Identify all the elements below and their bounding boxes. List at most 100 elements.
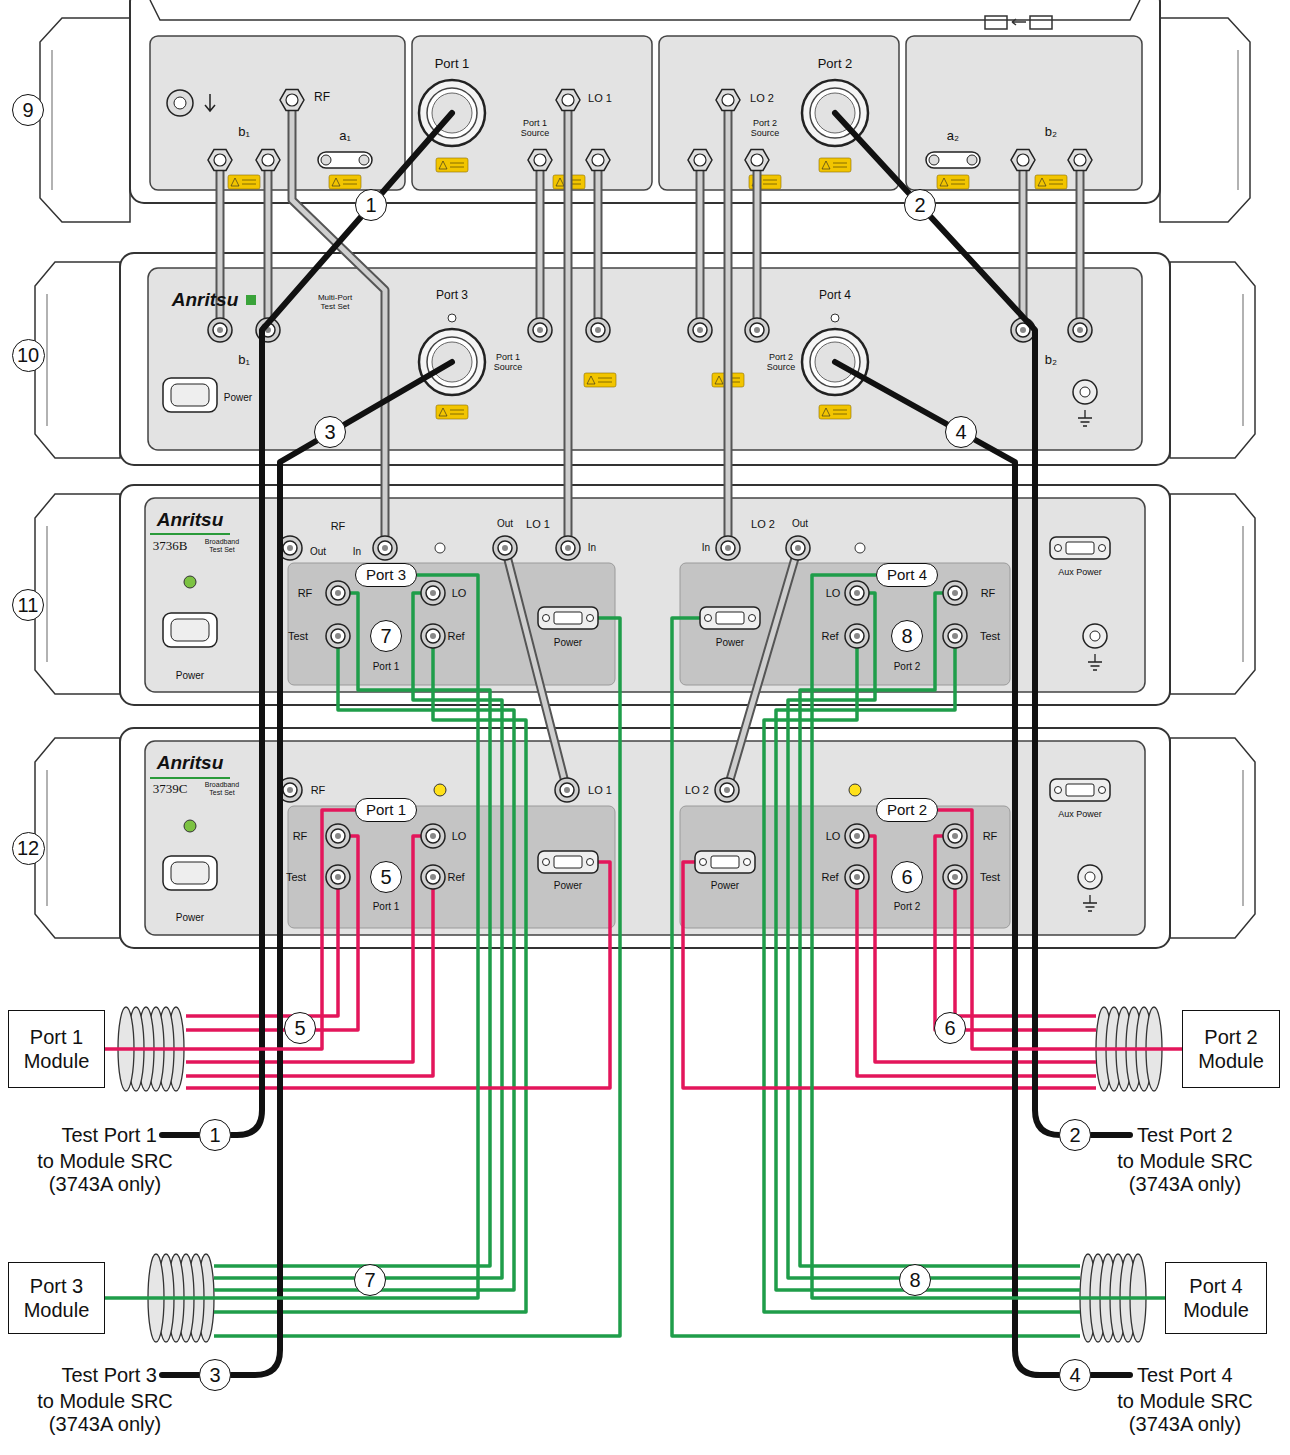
connector: [845, 865, 869, 889]
top-cover: [150, 0, 1140, 20]
test-port-cable: [162, 113, 1130, 1375]
module-box: Port 2 Module: [1182, 1010, 1280, 1088]
callout-number: 6: [891, 861, 923, 893]
panel-detail: [163, 613, 217, 647]
panel-detail: [163, 378, 217, 412]
callout-number: 12: [12, 832, 45, 865]
panel-label: Aux Power: [1058, 809, 1102, 819]
module-box: Port 1 Module: [8, 1010, 105, 1088]
connector: [256, 150, 280, 171]
panel-label: Port 4: [819, 289, 851, 303]
cable-connector: [105, 810, 355, 1049]
note-text: to Module SRC (3743A only): [10, 1150, 200, 1196]
connector: [1050, 537, 1110, 559]
connector: [373, 536, 397, 560]
panel-label: LO: [452, 587, 467, 600]
panel-label: Power: [176, 670, 204, 682]
panel-detail: [246, 295, 256, 305]
panel-label: Power: [716, 637, 744, 649]
connector: [695, 851, 755, 873]
panel-label: Power: [554, 880, 582, 892]
port-oval: Port 4: [876, 563, 938, 587]
rack-ear: [35, 18, 1255, 938]
instrument-bezel: [120, 253, 1170, 465]
connector: [1068, 150, 1092, 171]
panel-label: Test: [980, 630, 1000, 643]
top-cover: [1030, 16, 1052, 29]
panel-label: LO 2: [685, 784, 709, 797]
panel-label: Port 1: [373, 661, 400, 673]
port-band: [680, 806, 1010, 928]
callout-number: 5: [370, 861, 402, 893]
connector: [845, 824, 869, 848]
connector: [688, 150, 712, 171]
port-oval: Port 3: [355, 563, 417, 587]
panel-detail: [174, 97, 186, 109]
callout-number: 1: [199, 1119, 231, 1151]
panel-label: a₁: [339, 129, 351, 144]
callout-number: 4: [1059, 1359, 1091, 1391]
node-text: Port 2 Module: [1189, 1025, 1273, 1073]
red-cable: [186, 836, 358, 1030]
callout-number: 7: [370, 620, 402, 652]
panel-label: LO 1: [588, 784, 612, 797]
front-panel: [145, 36, 1145, 935]
panel-detail: [929, 155, 939, 165]
connector: [555, 778, 579, 802]
warning-sticker: [228, 175, 260, 189]
port-caption: Test Port 2: [1137, 1124, 1233, 1147]
note-text: to Module SRC (3743A only): [1090, 1390, 1280, 1436]
connector: [493, 536, 517, 560]
connector: [421, 865, 445, 889]
test-port-cable: [835, 362, 1130, 1375]
warning-sticker: [937, 175, 969, 189]
node-text: Port 1 Module: [15, 1025, 98, 1073]
cable-connector: [938, 810, 1182, 1049]
panel-label: Ref: [821, 871, 838, 884]
front-panel: [906, 36, 1142, 190]
connector: [943, 865, 967, 889]
panel-detail: [1078, 865, 1102, 911]
warning-sticker: [584, 373, 616, 387]
warning-sticker: [1035, 175, 1067, 189]
callout-number: 2: [1059, 1119, 1091, 1151]
connector: [1050, 779, 1110, 801]
panel-label: Power: [554, 637, 582, 649]
panel-detail: [163, 856, 217, 890]
panel-label: In: [588, 542, 596, 554]
module-box: Port 4 Module: [1165, 1262, 1267, 1334]
connector: [421, 581, 445, 605]
node-text: Port 3: [366, 565, 406, 585]
panel-label: LO: [826, 830, 841, 843]
module-box: Port 3 Module: [8, 1262, 105, 1334]
port-band: [680, 563, 1010, 685]
red-cable: [186, 836, 433, 1062]
test-port-cable: [835, 113, 1130, 1135]
port-caption: Test Port 3: [61, 1364, 157, 1387]
panel-label: Port 2: [818, 57, 853, 72]
connector: [208, 80, 1110, 889]
panel-label: Ref: [447, 630, 464, 643]
panel-label: RF: [314, 91, 330, 105]
panel-label: RF: [311, 784, 326, 797]
connector: [745, 318, 769, 342]
panel-label: RF: [983, 830, 998, 843]
callout-number: 10: [12, 339, 45, 372]
panel-label: LO: [826, 587, 841, 600]
connector: [786, 536, 810, 560]
coax-jumper: [220, 100, 1080, 790]
panel-detail: [967, 155, 977, 165]
model-number: 3736B: [153, 539, 188, 554]
panel-detail: [448, 314, 456, 322]
note-text: to Module SRC (3743A only): [10, 1390, 200, 1436]
port-caption: Test Port 1: [61, 1124, 157, 1147]
connector: [716, 90, 740, 111]
connector: [845, 581, 869, 605]
panel-label: Port 1: [373, 901, 400, 913]
brand-logo: Anritsu: [157, 509, 224, 531]
port-oval: Port 1: [355, 798, 417, 822]
front-panel: [145, 498, 1145, 692]
connector: [538, 851, 598, 873]
panel-detail: [150, 533, 230, 535]
